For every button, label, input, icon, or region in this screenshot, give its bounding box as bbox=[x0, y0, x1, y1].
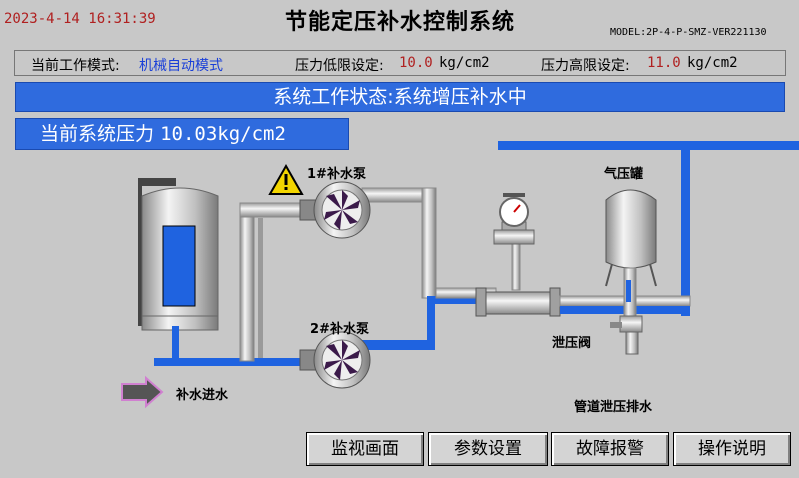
operation-help-button[interactable]: 操作说明 bbox=[673, 432, 791, 466]
inlet-piping bbox=[154, 202, 304, 366]
mode-label: 当前工作模式: bbox=[31, 58, 120, 74]
datetime-display: 2023-4-14 16:31:39 bbox=[4, 11, 156, 27]
monitor-screen-button[interactable]: 监视画面 bbox=[306, 432, 424, 466]
main-pipe-top bbox=[498, 141, 799, 316]
high-limit-label: 压力高限设定: bbox=[541, 58, 630, 74]
pump1-impeller-icon bbox=[324, 190, 360, 230]
warning-triangle-icon[interactable] bbox=[268, 163, 304, 195]
low-limit-value[interactable]: 10.0 bbox=[399, 55, 433, 71]
model-label: MODEL:2P-4-P-SMZ-VER221130 bbox=[610, 27, 767, 38]
mode-value: 机械自动模式 bbox=[139, 58, 223, 74]
pump-1[interactable] bbox=[299, 181, 371, 239]
high-limit-value[interactable]: 11.0 bbox=[647, 55, 681, 71]
low-limit-label: 压力低限设定: bbox=[295, 58, 384, 74]
pump2-impeller-icon bbox=[324, 340, 360, 380]
pump1-label: 1#补水泵 bbox=[307, 167, 366, 182]
current-pressure-display: 当前系统压力 10.03kg/cm2 bbox=[15, 118, 349, 150]
system-status-banner: 系统工作状态:系统增压补水中 bbox=[15, 82, 785, 112]
relief-valve-label: 泄压阀 bbox=[552, 336, 592, 351]
low-limit-unit: kg/cm2 bbox=[439, 55, 490, 71]
pressure-tank-label: 气压罐 bbox=[604, 167, 644, 182]
high-limit-unit: kg/cm2 bbox=[687, 55, 738, 71]
inlet-arrow-icon bbox=[121, 375, 164, 409]
page-title: 节能定压补水控制系统 bbox=[284, 10, 515, 35]
source-water-tank bbox=[138, 178, 219, 331]
flow-meter bbox=[475, 287, 691, 317]
fault-alarm-button[interactable]: 故障报警 bbox=[551, 432, 669, 466]
inlet-label: 补水进水 bbox=[176, 388, 229, 403]
pump1-outlet-pipe bbox=[361, 187, 499, 350]
pump-2[interactable] bbox=[299, 331, 371, 389]
pressure-tank bbox=[605, 189, 657, 329]
pressure-gauge bbox=[493, 193, 535, 291]
pressure-value: 10.03 bbox=[160, 123, 218, 145]
pump2-label: 2#补水泵 bbox=[310, 322, 369, 337]
drain-label: 管道泄压排水 bbox=[574, 400, 653, 415]
pressure-label: 当前系统压力 bbox=[40, 123, 155, 145]
pressure-unit: kg/cm2 bbox=[217, 123, 286, 145]
relief-valve bbox=[610, 315, 643, 355]
parameter-settings-button[interactable]: 参数设置 bbox=[428, 432, 548, 466]
parameter-bar: 当前工作模式: 机械自动模式 压力低限设定: 10.0 kg/cm2 压力高限设… bbox=[14, 50, 786, 76]
